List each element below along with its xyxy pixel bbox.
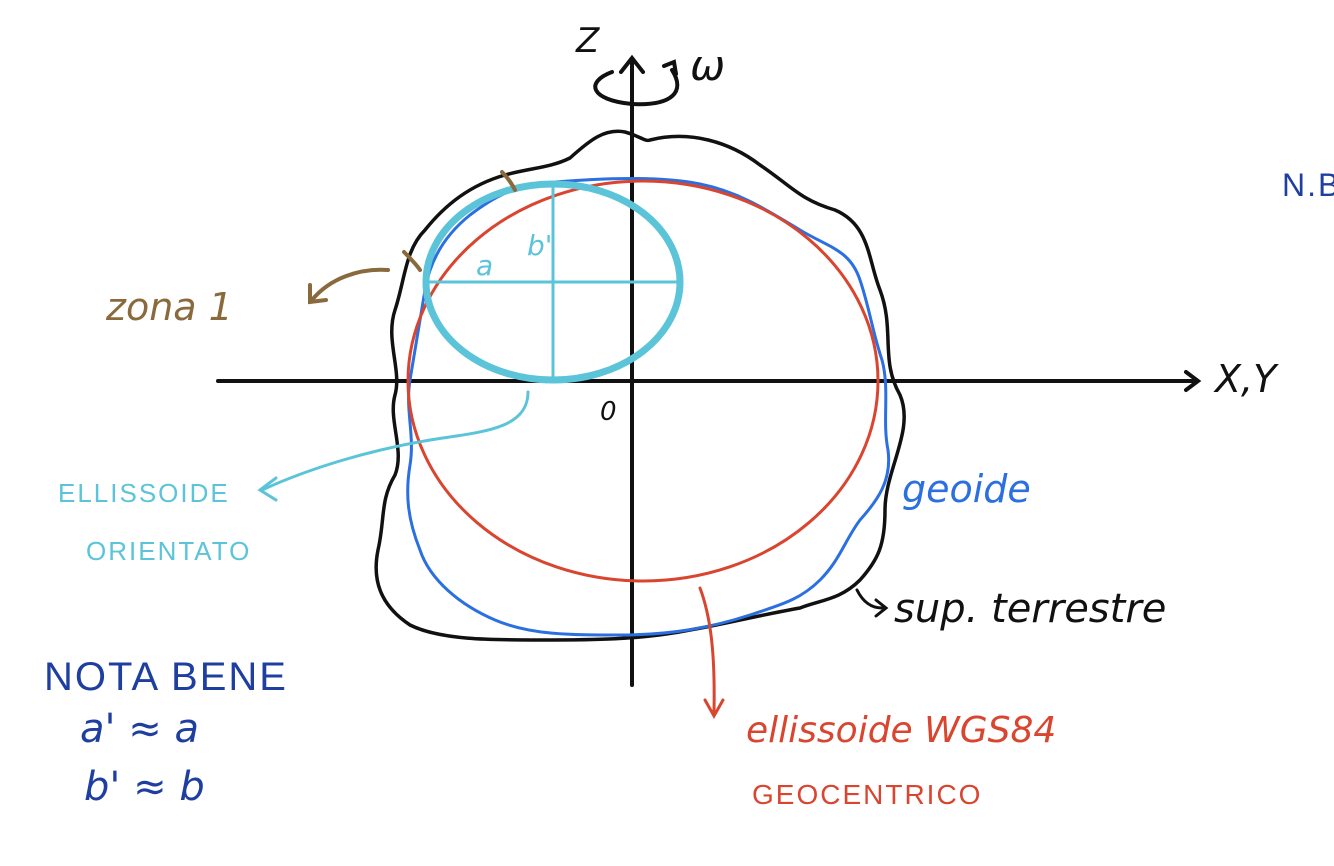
rotation-arrowhead xyxy=(662,59,678,76)
nota-bene-title: NOTA BENE xyxy=(44,655,288,699)
rotation-arrow xyxy=(593,68,680,107)
zone-leader-arrow xyxy=(310,267,390,302)
nota-bene-block: NOTA BENE a' ≈ a b' ≈ b xyxy=(44,655,288,810)
semi-axis-b-label: b' xyxy=(527,229,552,262)
origin-label: 0 xyxy=(600,397,617,427)
z-axis-arrowhead xyxy=(619,54,645,74)
zone-tick-left xyxy=(402,250,422,272)
wgs84-label-line2: GEOCENTRICO xyxy=(752,779,982,810)
omega-label: ω xyxy=(690,41,725,90)
zone-tick-top xyxy=(500,170,517,192)
nota-bene-line1: a' ≈ a xyxy=(80,706,199,752)
oriented-ellipsoid-label-line1: ELLISSOIDE xyxy=(58,478,230,508)
terrestrial-leader xyxy=(855,588,889,618)
z-axis-label: Z xyxy=(575,21,600,61)
wgs84-leader xyxy=(698,586,725,720)
geoid-label: geoide xyxy=(902,467,1031,511)
wgs84-label-line1: ellissoide WGS84 xyxy=(746,710,1056,751)
geoid-outline xyxy=(406,177,891,637)
nb-partial-label: N.B xyxy=(1282,167,1334,203)
oriented-ellipsoid-leader xyxy=(257,390,530,502)
oriented-ellipsoid-label-line2: ORIENTATO xyxy=(86,536,251,566)
oriented-ellipsoid xyxy=(422,180,684,384)
zone-leader-arrowhead xyxy=(308,283,328,305)
terrestrial-surface-label: sup. terrestre xyxy=(894,586,1166,632)
zone-markers xyxy=(308,170,517,305)
zone-label: zona 1 xyxy=(105,285,233,329)
wgs84-ellipsoid-outline xyxy=(406,179,880,583)
semi-axis-a-label: a xyxy=(476,249,493,282)
nota-bene-line2: b' ≈ b xyxy=(84,764,205,810)
x-axis-arrowhead xyxy=(1184,370,1202,392)
xy-axis-label: X,Y xyxy=(1213,357,1279,401)
